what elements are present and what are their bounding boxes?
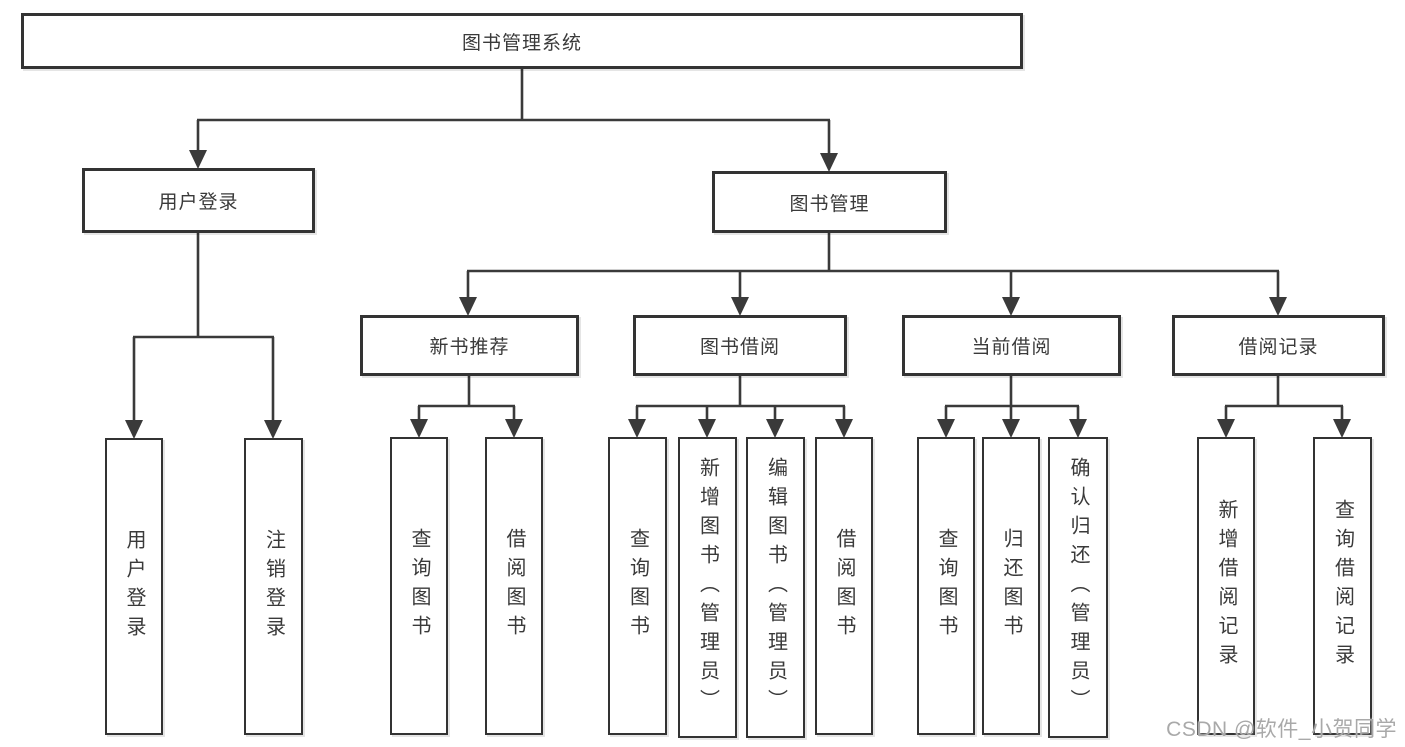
leaf-query-borrow-record: 查询借阅记录	[1313, 437, 1372, 735]
leaf-return-books: 归还图书	[982, 437, 1040, 735]
node-new-book-recommend: 新书推荐	[360, 315, 579, 376]
leaf-add-books-admin-label: 新增图书（管理员）	[696, 457, 719, 718]
node-library-system-label: 图书管理系统	[461, 32, 582, 54]
node-book-borrow: 图书借阅	[633, 315, 847, 376]
leaf-current-query-books: 查询图书	[917, 437, 975, 735]
leaf-recommend-query-books: 查询图书	[390, 437, 448, 735]
leaf-add-books-admin: 新增图书（管理员）	[678, 437, 737, 738]
leaf-user-login-label: 用户登录	[123, 528, 145, 645]
leaf-return-books-label: 归还图书	[1000, 528, 1022, 644]
leaf-edit-books-admin: 编辑图书（管理员）	[746, 437, 805, 738]
leaf-add-borrow-record-label: 新增借阅记录	[1215, 499, 1237, 673]
node-library-system: 图书管理系统	[21, 13, 1023, 69]
leaf-confirm-return-admin-label: 确认归还（管理员）	[1067, 457, 1089, 718]
node-user-login-label: 用户登录	[158, 192, 239, 213]
leaf-add-borrow-record: 新增借阅记录	[1197, 437, 1255, 735]
leaf-current-query-books-label: 查询图书	[935, 528, 957, 644]
leaf-recommend-query-books-label: 查询图书	[408, 528, 430, 644]
node-borrow-records: 借阅记录	[1172, 315, 1385, 376]
leaf-recommend-borrow-books-label: 借阅图书	[503, 528, 525, 644]
node-user-login: 用户登录	[82, 168, 315, 233]
leaf-logout: 注销登录	[244, 438, 303, 735]
leaf-logout-label: 注销登录	[262, 528, 285, 645]
leaf-query-borrow-record-label: 查询借阅记录	[1331, 499, 1354, 673]
leaf-edit-books-admin-label: 编辑图书（管理员）	[764, 457, 787, 718]
node-borrow-records-label: 借阅记录	[1238, 337, 1319, 358]
node-book-borrow-label: 图书借阅	[699, 337, 780, 358]
node-current-borrow: 当前借阅	[902, 315, 1121, 376]
node-new-book-recommend-label: 新书推荐	[429, 337, 510, 358]
leaf-borrow-books: 借阅图书	[815, 437, 873, 735]
leaf-recommend-borrow-books: 借阅图书	[485, 437, 543, 735]
leaf-user-login: 用户登录	[105, 438, 163, 735]
leaf-borrow-books-label: 借阅图书	[833, 528, 855, 644]
leaf-borrow-query-books-label: 查询图书	[626, 528, 649, 644]
node-book-management-label: 图书管理	[789, 193, 870, 215]
csdn-watermark: CSDN @软件_小贺同学	[1166, 718, 1397, 741]
arrowheads	[125, 150, 1351, 439]
leaf-borrow-query-books: 查询图书	[608, 437, 667, 735]
node-current-borrow-label: 当前借阅	[971, 337, 1052, 358]
node-book-management: 图书管理	[712, 171, 947, 233]
leaf-confirm-return-admin: 确认归还（管理员）	[1048, 437, 1108, 738]
